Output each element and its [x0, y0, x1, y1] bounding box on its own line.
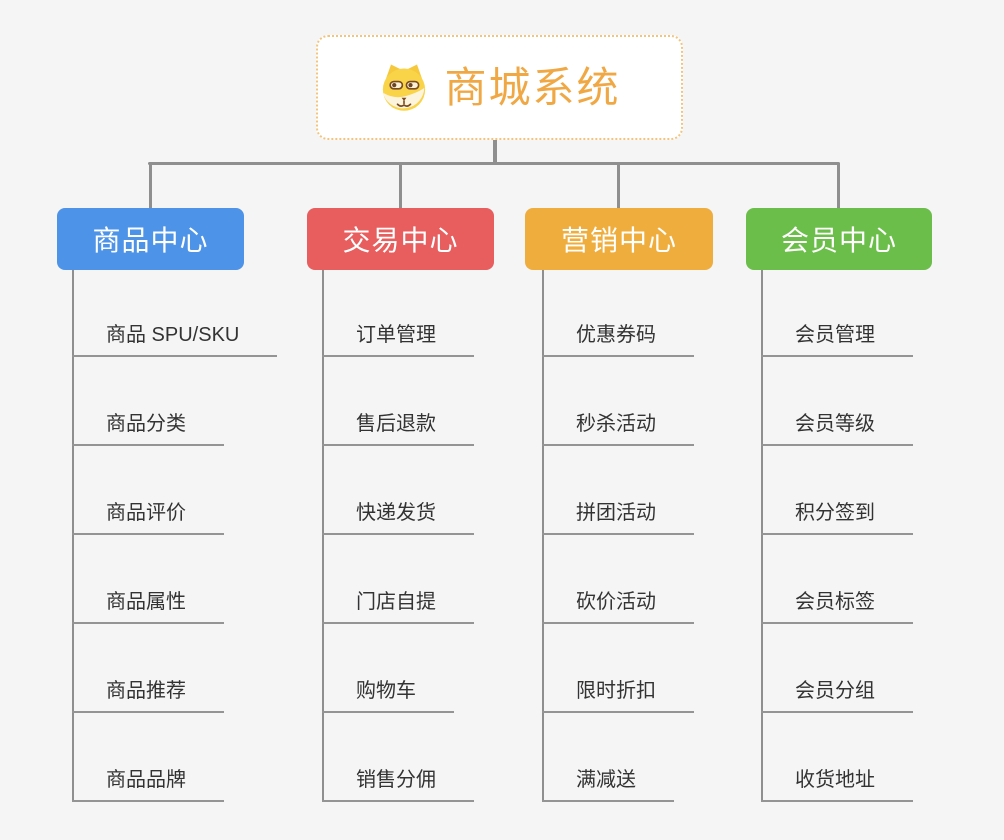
leaf-topic[interactable]: 商品推荐	[72, 679, 224, 713]
leaf-topic[interactable]: 购物车	[322, 679, 454, 713]
leaf-topic[interactable]: 商品分类	[72, 412, 224, 446]
branch-spine-member-center	[761, 270, 763, 801]
leaf-topic[interactable]: 秒杀活动	[542, 412, 694, 446]
leaf-topic[interactable]: 商品品牌	[72, 768, 224, 802]
branch-label: 商品中心	[92, 225, 209, 256]
leaf-topic[interactable]: 砍价活动	[542, 590, 694, 624]
branch-label: 营销中心	[560, 225, 677, 256]
connector-drop-trade	[399, 163, 402, 208]
leaf-topic[interactable]: 会员分组	[761, 679, 913, 713]
branch-node-product-center[interactable]: 商品中心	[57, 208, 244, 270]
leaf-topic[interactable]: 积分签到	[761, 501, 913, 535]
leaf-topic[interactable]: 会员管理	[761, 323, 913, 357]
connector-drop-products	[149, 163, 152, 208]
connector-root-stem	[493, 140, 497, 164]
leaf-topic[interactable]: 优惠券码	[542, 323, 694, 357]
branch-label: 交易中心	[342, 225, 459, 256]
leaf-topic[interactable]: 销售分佣	[322, 768, 474, 802]
branch-spine-trade-center	[322, 270, 324, 801]
root-title: 商城系统	[444, 63, 621, 111]
leaf-topic[interactable]: 商品 SPU/SKU	[72, 323, 278, 357]
root-topic[interactable]: 商城系统	[316, 35, 683, 140]
connector-drop-marketing	[617, 163, 620, 208]
branch-node-trade-center[interactable]: 交易中心	[307, 208, 494, 270]
branch-spine-product-center	[72, 270, 74, 801]
branch-node-marketing-center[interactable]: 营销中心	[525, 208, 713, 270]
leaf-topic[interactable]: 满减送	[542, 768, 674, 802]
leaf-topic[interactable]: 会员等级	[761, 412, 913, 446]
connector-drop-members	[837, 163, 840, 208]
leaf-topic[interactable]: 限时折扣	[542, 679, 694, 713]
leaf-topic[interactable]: 会员标签	[761, 590, 913, 624]
leaf-topic[interactable]: 收货地址	[761, 768, 913, 802]
leaf-topic[interactable]: 快递发货	[322, 501, 474, 535]
branch-spine-marketing-center	[542, 270, 544, 801]
leaf-topic[interactable]: 门店自提	[322, 590, 474, 624]
leaf-topic[interactable]: 售后退款	[322, 412, 474, 446]
leaf-topic[interactable]: 拼团活动	[542, 501, 694, 535]
leaf-topic[interactable]: 商品评价	[72, 501, 224, 535]
branch-label: 会员中心	[780, 225, 897, 256]
branch-node-member-center[interactable]: 会员中心	[746, 208, 932, 270]
connector-horizontal-bar	[148, 162, 840, 165]
leaf-topic[interactable]: 订单管理	[322, 323, 474, 357]
leaf-topic[interactable]: 商品属性	[72, 590, 224, 624]
dog-face-icon	[383, 63, 426, 111]
